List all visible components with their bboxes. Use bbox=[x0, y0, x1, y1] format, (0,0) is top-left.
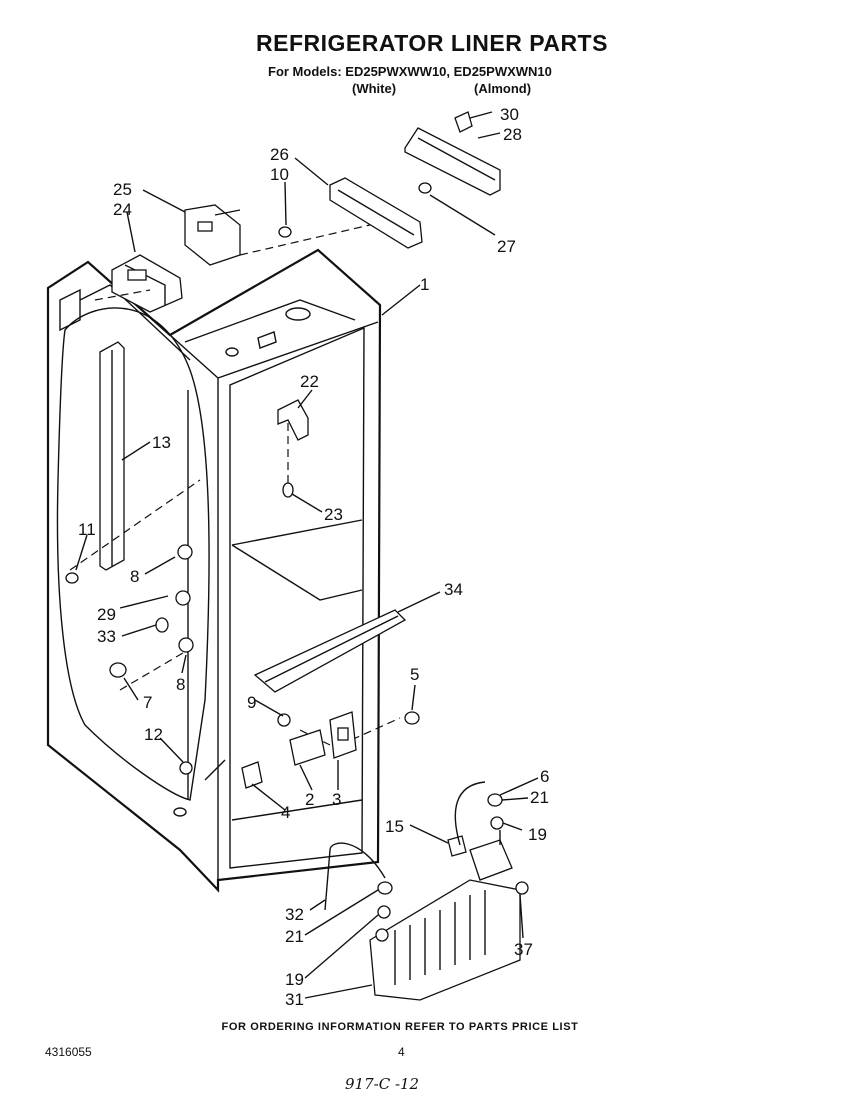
callout-29: 29 bbox=[97, 605, 116, 624]
variant-white: (White) bbox=[352, 81, 397, 96]
handwritten-note: 917-C -12 bbox=[345, 1075, 420, 1093]
callout-34: 34 bbox=[444, 580, 463, 599]
variant-almond: (Almond) bbox=[474, 81, 532, 96]
callout-19b: 19 bbox=[285, 970, 304, 989]
callout-21a: 21 bbox=[530, 788, 549, 807]
part-31-pan bbox=[369, 879, 521, 1001]
callout-13: 13 bbox=[152, 433, 171, 452]
callout-24: 24 bbox=[113, 200, 132, 219]
callout-12: 12 bbox=[144, 725, 163, 744]
part-37-drain bbox=[469, 830, 513, 881]
part-24-housing bbox=[111, 254, 183, 313]
callout-1: 1 bbox=[420, 275, 429, 294]
callout-7: 7 bbox=[143, 693, 152, 712]
part-15-fitting bbox=[447, 835, 467, 857]
part-22-bracket bbox=[277, 399, 309, 441]
callout-23: 23 bbox=[324, 505, 343, 524]
document-number: 4316055 bbox=[45, 1045, 92, 1059]
part-26-channel bbox=[329, 177, 423, 249]
callout-6: 6 bbox=[540, 767, 549, 786]
callout-15: 15 bbox=[385, 817, 404, 836]
leader-lines bbox=[75, 111, 539, 999]
callout-4: 4 bbox=[281, 803, 290, 822]
callout-30: 30 bbox=[500, 105, 519, 124]
callout-31: 31 bbox=[285, 990, 304, 1009]
page-number: 4 bbox=[398, 1045, 405, 1059]
part-13-rail bbox=[99, 341, 125, 571]
callout-37: 37 bbox=[514, 940, 533, 959]
callout-10: 10 bbox=[270, 165, 289, 184]
callout-22: 22 bbox=[300, 372, 319, 391]
callout-8a: 8 bbox=[130, 567, 139, 586]
callout-26: 26 bbox=[270, 145, 289, 164]
callout-25: 25 bbox=[113, 180, 132, 199]
callout-27: 27 bbox=[497, 237, 516, 256]
callout-19a: 19 bbox=[528, 825, 547, 844]
callout-11: 11 bbox=[78, 520, 96, 539]
part-2-bracket bbox=[289, 729, 326, 766]
callout-2: 2 bbox=[305, 790, 314, 809]
part-3-switch bbox=[329, 711, 357, 759]
part-34-shelf bbox=[253, 609, 407, 693]
callout-28: 28 bbox=[503, 125, 522, 144]
part-4-plate bbox=[241, 761, 263, 789]
callout-3: 3 bbox=[332, 790, 341, 809]
callout-32: 32 bbox=[285, 905, 304, 924]
callout-33: 33 bbox=[97, 627, 116, 646]
callout-21b: 21 bbox=[285, 927, 304, 946]
part-25-bracket bbox=[184, 204, 241, 266]
liner-cabinet bbox=[46, 248, 382, 893]
screw-parts bbox=[65, 182, 432, 775]
callout-9: 9 bbox=[247, 693, 256, 712]
callout-5: 5 bbox=[410, 665, 419, 684]
page-title: REFRIGERATOR LINER PARTS bbox=[256, 30, 608, 56]
models-line: For Models: ED25PWXWW10, ED25PWXWN10 bbox=[268, 64, 552, 79]
part-30-clip bbox=[454, 111, 473, 133]
part-28-bracket bbox=[404, 127, 501, 196]
callout-8b: 8 bbox=[176, 675, 185, 694]
ordering-note: FOR ORDERING INFORMATION REFER TO PARTS … bbox=[221, 1021, 579, 1033]
